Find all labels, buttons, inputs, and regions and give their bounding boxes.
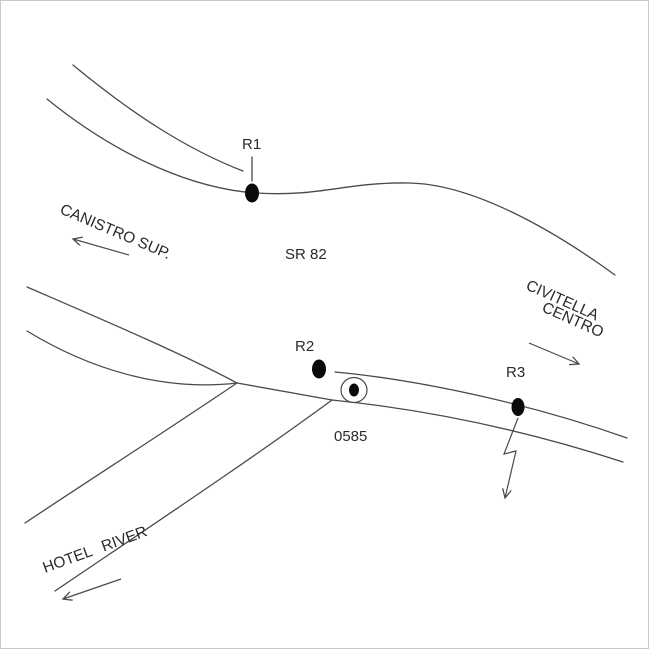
civitella-direction-arrow — [528, 342, 579, 364]
hotel-road-lower — [24, 382, 238, 524]
sensor-0585-label: 0585 — [334, 428, 367, 445]
canistro-label: CANISTRO SUP. — [57, 201, 173, 263]
r3-marker — [511, 398, 525, 416]
road-sr82-branch — [72, 64, 244, 172]
sensor-0585-marker-dot — [349, 383, 359, 397]
hotel-river-label: HOTEL RIVER — [41, 523, 150, 577]
r3-label: R3 — [506, 364, 525, 381]
road-sr82-main — [46, 98, 616, 276]
road-0585-upper — [334, 371, 628, 439]
r1-label: R1 — [242, 136, 261, 153]
hotel-road-upper — [54, 399, 333, 592]
hotel-direction-arrow — [63, 578, 122, 599]
fork-road-upper — [26, 286, 238, 384]
lightning-arrow — [504, 417, 519, 498]
sr82-label: SR 82 — [285, 246, 327, 263]
r2-label: R2 — [295, 338, 314, 355]
fork-road-lower — [26, 330, 238, 386]
junction-connector — [236, 382, 333, 401]
r2-marker — [312, 359, 326, 379]
canistro-direction-arrow — [73, 239, 130, 256]
r1-marker — [245, 183, 259, 203]
road-0585-lower — [331, 399, 624, 463]
